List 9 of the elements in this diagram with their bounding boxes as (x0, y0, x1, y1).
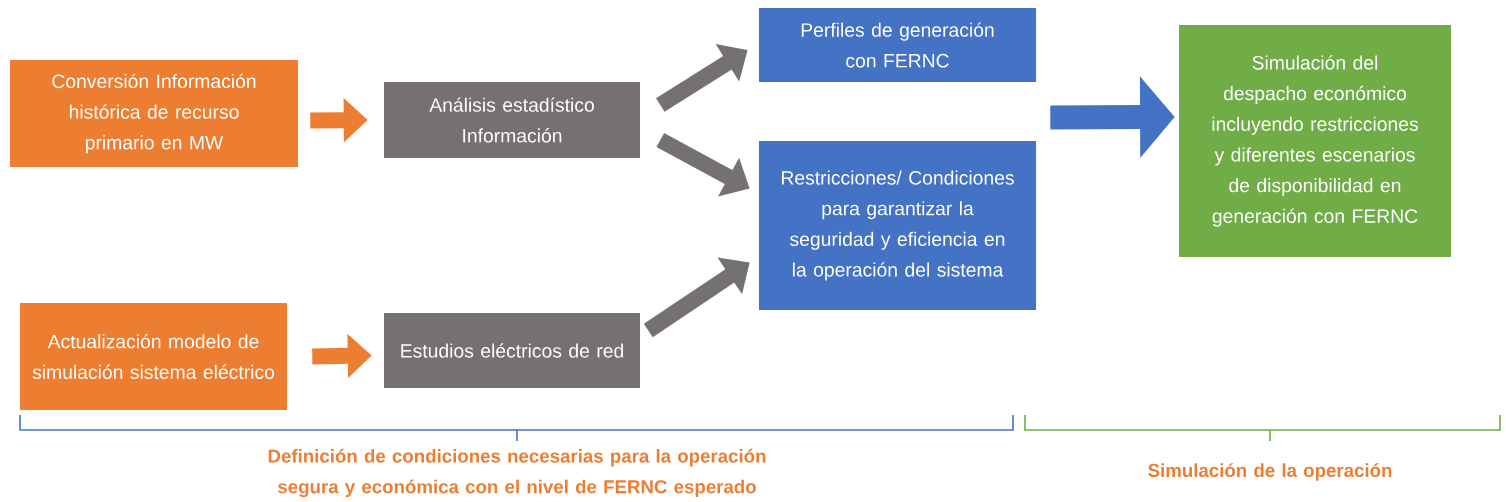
section-label: Definición de condiciones necesarias para la operación segura y económica con el nivel de FERNC esperado (268, 448, 766, 498)
process-box: Actualización modelo de simulación sistema eléctrico (20, 303, 287, 410)
process-box: Conversión Información histórica de recurso primario en MW (10, 60, 298, 167)
process-box: Restricciones/ Condiciones para garantizar la seguridad y eficiencia en la operación del sistema (759, 140, 1037, 311)
process-box: Análisis estadístico Información (384, 82, 640, 158)
process-box: Estudios eléctricos de red (384, 313, 640, 388)
section-label: Simulación de la operación (1148, 463, 1392, 481)
process-box: Simulación del despacho económico incluyendo restricciones y diferentes escenarios de disponibilidad en generación con FERNC (1179, 25, 1451, 257)
process-box: Perfiles de generación con FERNC (759, 8, 1037, 82)
